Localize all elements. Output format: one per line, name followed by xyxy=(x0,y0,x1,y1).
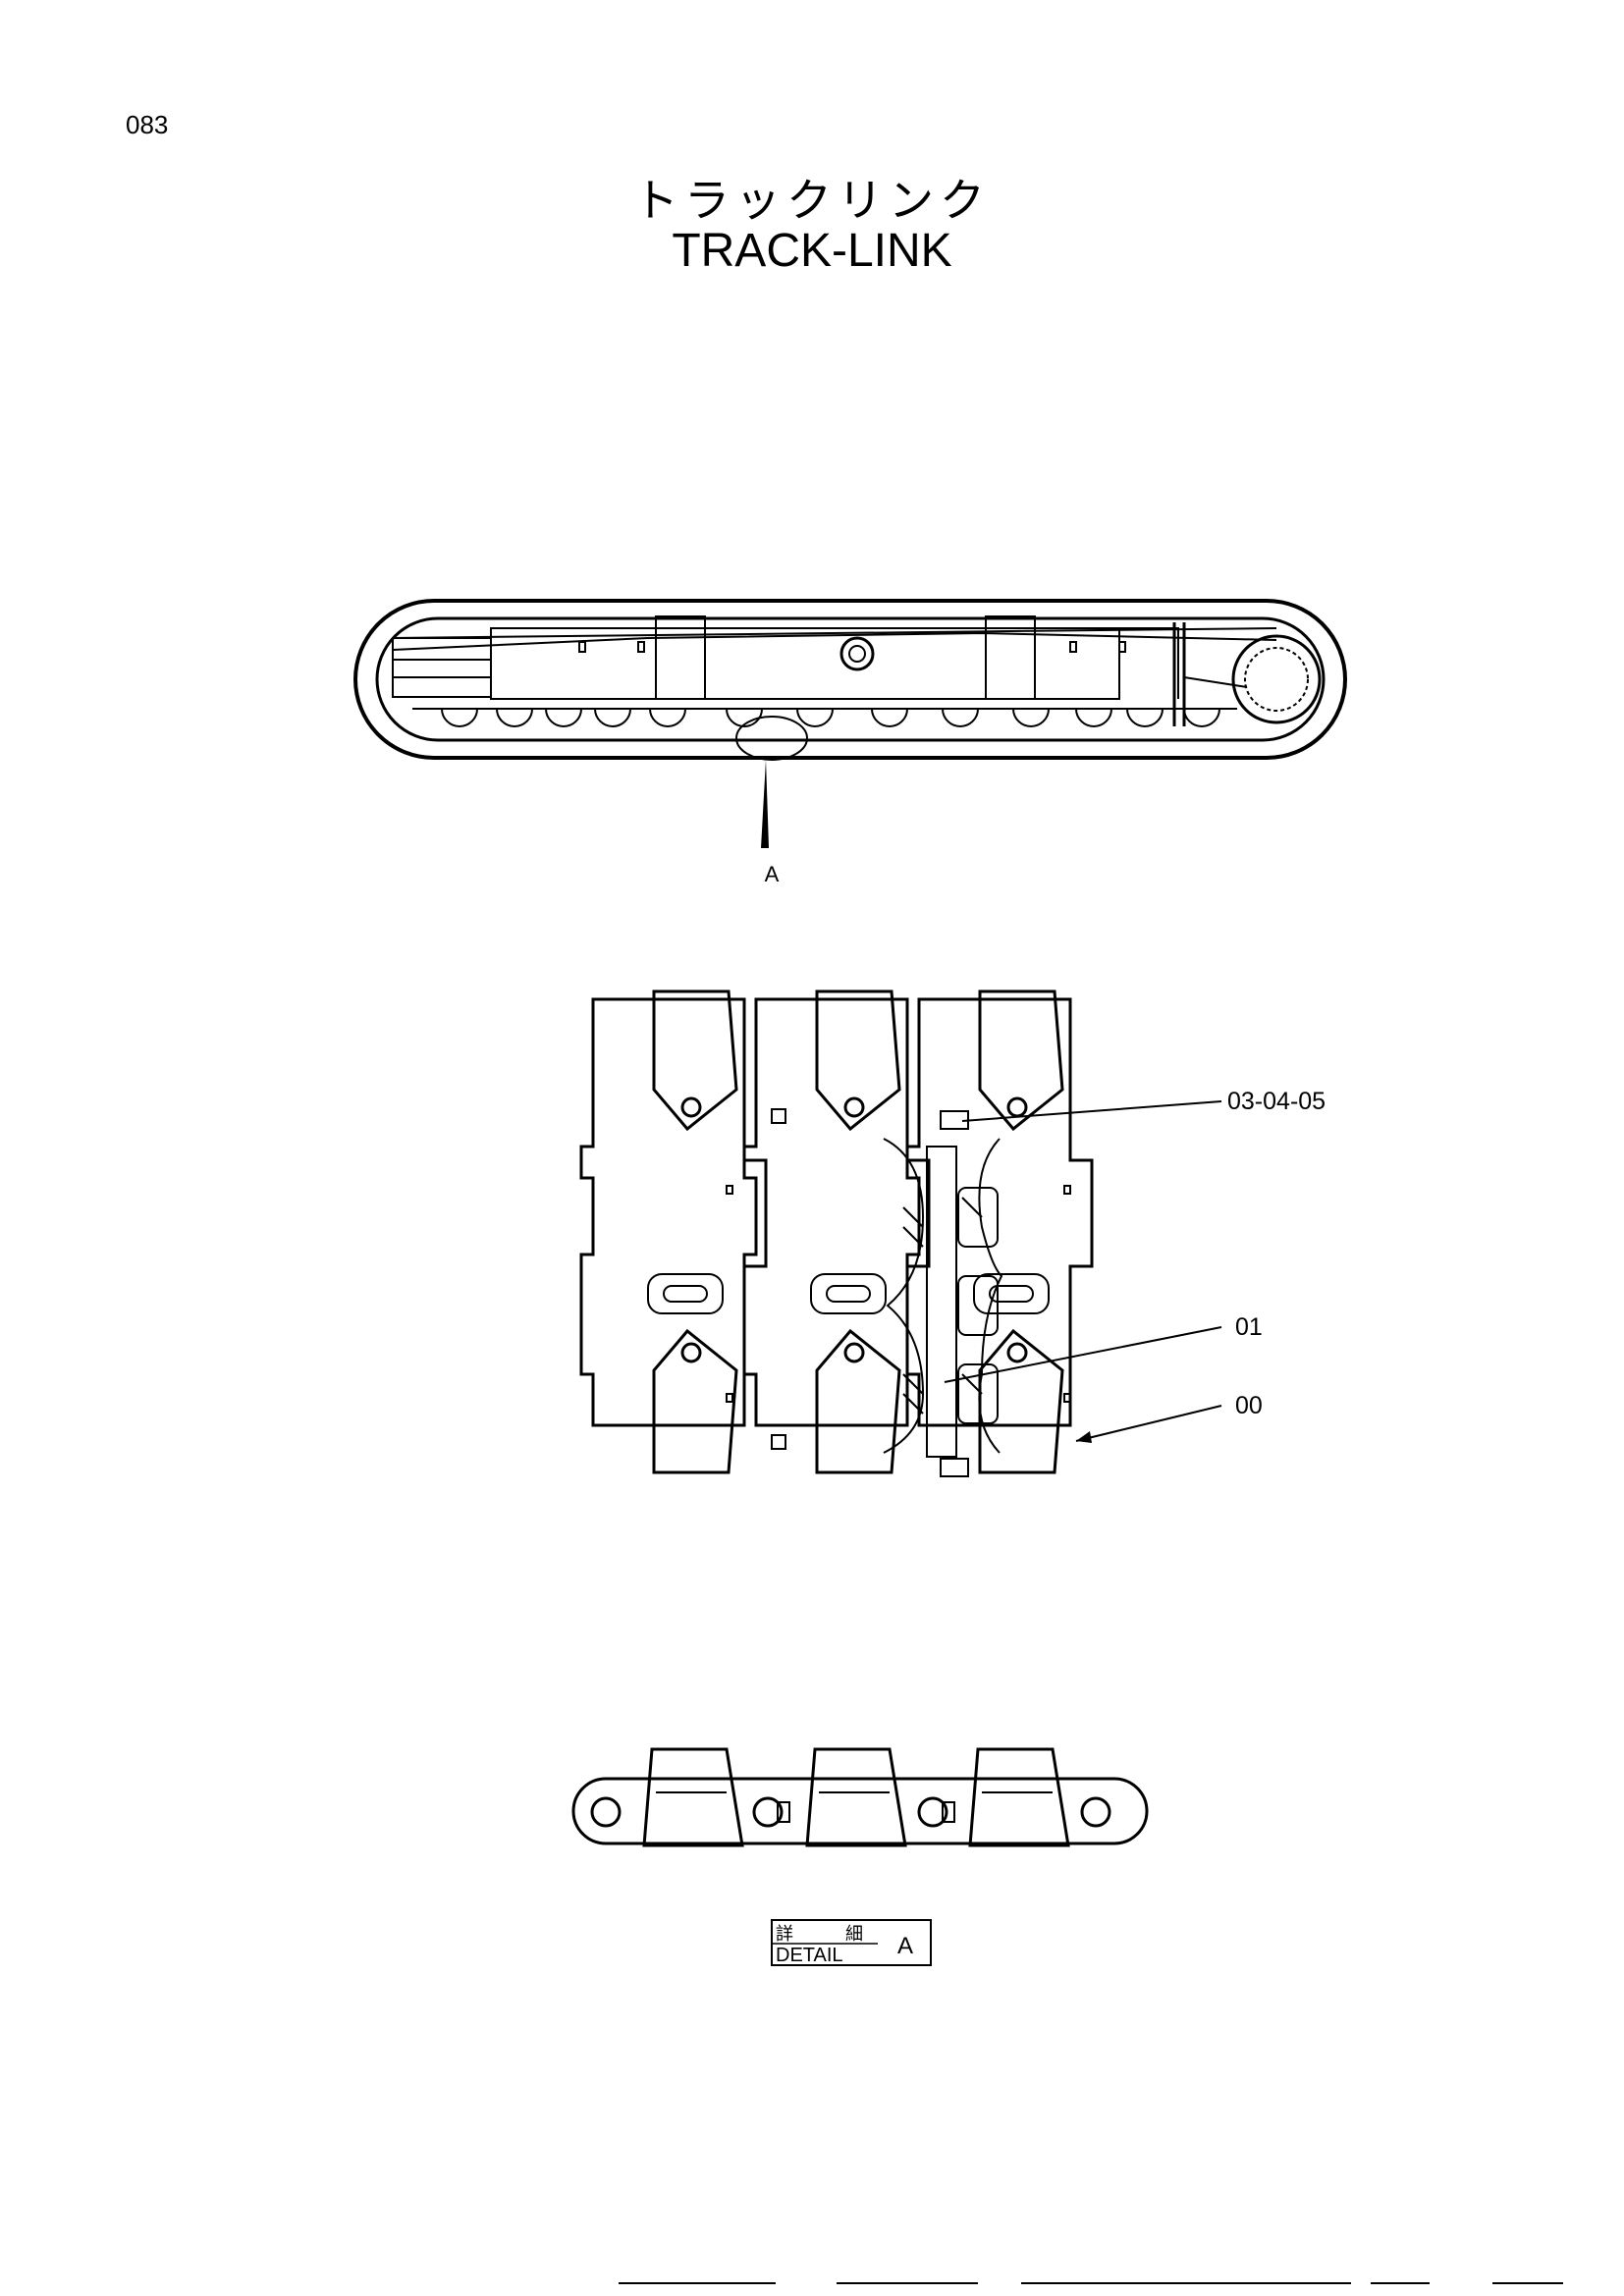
title-english: TRACK-LINK xyxy=(672,225,952,277)
detail-a-highlight xyxy=(735,716,808,761)
link-cutaway-section xyxy=(883,1110,1003,1477)
leader-01 xyxy=(944,1326,1222,1383)
page-number: 083 xyxy=(126,110,169,139)
detail-label-letter: A xyxy=(897,1933,913,1959)
callout-03-04-05: 03-04-05 xyxy=(1227,1088,1326,1115)
leader-03-04-05 xyxy=(961,1100,1222,1122)
link-chain-side-view xyxy=(571,1747,1149,1847)
callout-00: 00 xyxy=(1235,1392,1263,1419)
view-marker-a: A xyxy=(765,862,780,886)
undercarriage-side-view xyxy=(353,599,1347,848)
callout-leaders xyxy=(944,1100,1222,1443)
leader-00 xyxy=(1075,1405,1222,1442)
detail-a-arrow xyxy=(761,760,769,848)
track-shoe-left xyxy=(579,989,768,1474)
callout-01: 01 xyxy=(1235,1313,1263,1341)
title-japanese: トラックリンク xyxy=(633,174,991,227)
detail-label-box xyxy=(771,1919,932,1966)
detail-label-jp: 詳 細 xyxy=(776,1924,887,1944)
track-shoe-plan-view xyxy=(579,989,1094,1477)
detail-label-en: DETAIL xyxy=(776,1945,843,1966)
track-shoe-middle xyxy=(742,989,931,1474)
